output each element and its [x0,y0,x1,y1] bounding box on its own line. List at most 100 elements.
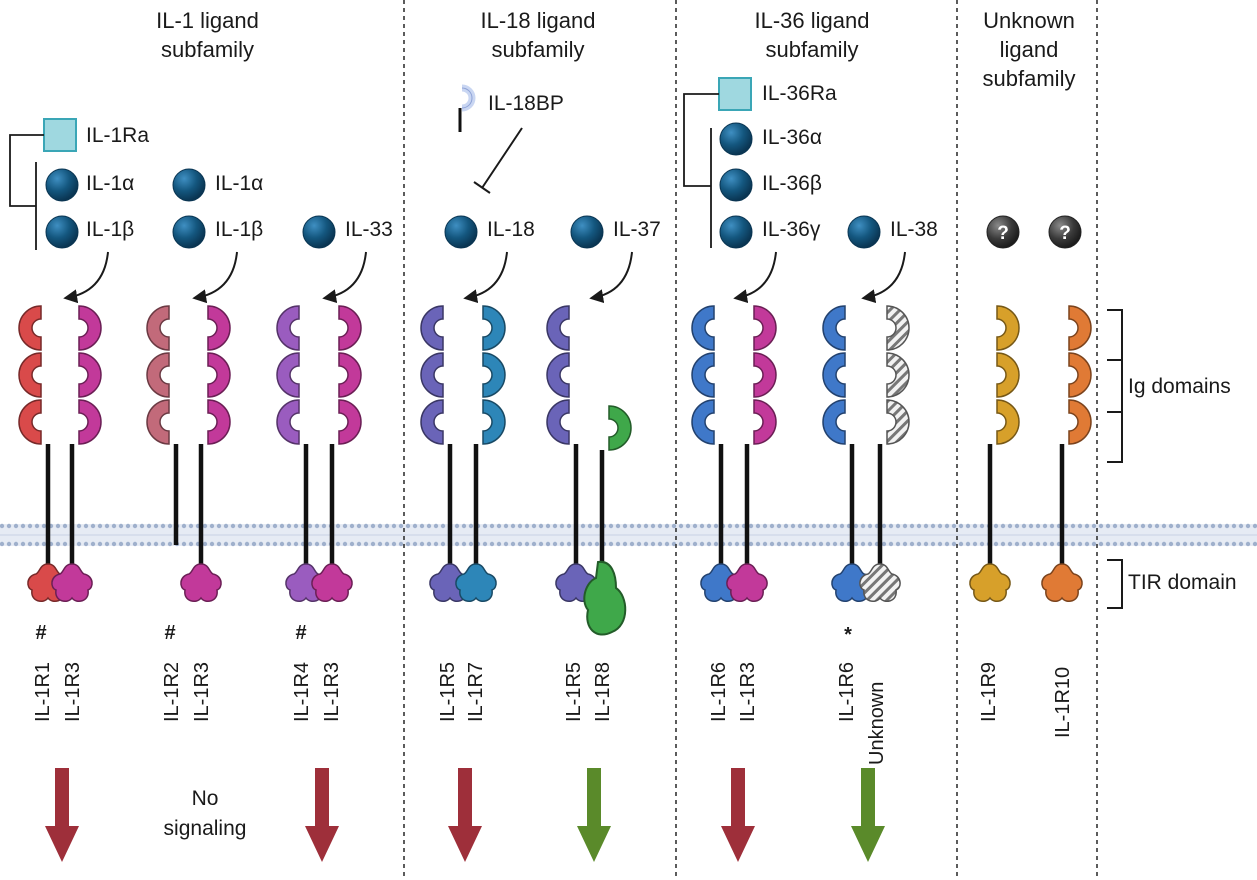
lipid-head [1084,523,1090,529]
lipid-head [76,523,82,529]
lipid-head [433,541,439,547]
star-mark: * [844,624,852,646]
receptor-il1r7 [455,305,506,603]
header-il1-line2: subfamily [161,37,254,62]
lipid-head [734,523,740,529]
lipid-head [608,541,614,547]
ig-domain [78,305,102,351]
ligand-ball [719,215,753,249]
lipid-head [97,541,103,547]
lipid-head [55,541,61,547]
lipid-head [202,541,208,547]
lipid-head [1021,541,1027,547]
tir-domain [311,563,353,603]
lipid-head [461,541,467,547]
lipid-head [797,541,803,547]
lipid-head [622,541,628,547]
lipid-head [944,541,950,547]
hash-mark: # [295,622,307,644]
il18bp-shape [461,84,476,112]
lipid-head [1147,541,1153,547]
lipid-head [482,523,488,529]
lipid-head [321,523,327,529]
lipid-head [888,541,894,547]
hash-mark: # [164,622,176,644]
lipid-head [342,541,348,547]
lipid-head [1224,541,1230,547]
tir-domain [180,563,222,603]
lipid-head [1105,541,1111,547]
ig-domains-bracket [1107,309,1123,463]
lipid-head [1203,523,1209,529]
lipid-head [440,523,446,529]
lipid-head [426,541,432,547]
lipid-head [482,541,488,547]
lipid-head [1070,541,1076,547]
receptor-il1r9 [969,305,1020,603]
lipid-head [881,541,887,547]
lipid-head [538,541,544,547]
lipid-head [1168,541,1174,547]
lipid-head [804,523,810,529]
hash-mark: # [35,622,47,644]
lipid-head [524,523,530,529]
header-il1-line1: IL-1 ligand [156,8,259,33]
ig-domain [276,399,300,445]
binding-arrow [192,251,238,304]
lipid-head [818,541,824,547]
lipid-head [1175,523,1181,529]
lipid-head [790,523,796,529]
lipid-head [363,523,369,529]
ligand-ball [172,215,206,249]
ig-domain [482,352,506,398]
lipid-head [1154,523,1160,529]
ig-domain [482,399,506,445]
header-il1: IL-1 ligand subfamily [120,6,295,64]
cell-membrane [0,523,1257,547]
lipid-head [993,541,999,547]
lipid-head [1196,541,1202,547]
ig-domain [146,352,170,398]
lipid-head [1161,541,1167,547]
ig-domain [691,352,715,398]
ig-domain [753,399,777,445]
lipid-head [713,523,719,529]
lipid-head [370,523,376,529]
ig-domain [146,305,170,351]
ligand-label-il36b: IL-36β [762,172,822,195]
lipid-head [566,523,572,529]
ligand-label-il1b: IL-1β [215,218,264,241]
lipid-head [265,541,271,547]
lipid-head [692,523,698,529]
lipid-head [1231,523,1237,529]
ligand-label-il37: IL-37 [613,218,661,241]
tir-domain [831,563,873,603]
lipid-head [1014,523,1020,529]
lipid-head [377,523,383,529]
ligand-label-il1a: IL-1α [215,172,264,195]
lipid-head [1035,541,1041,547]
lipid-head [1049,523,1055,529]
lipid-head [783,523,789,529]
lipid-head [811,541,817,547]
lipid-head [832,541,838,547]
lipid-head [1098,523,1104,529]
lipid-head [1091,523,1097,529]
lipid-head [979,523,985,529]
lipid-head [699,523,705,529]
ig-domain [822,352,846,398]
ig-domain [420,352,444,398]
signaling-arrow-red [305,768,339,862]
lipid-head [517,523,523,529]
inhibition-bar [473,181,491,194]
no-signaling-label: No signaling [145,784,265,844]
lipid-head [104,541,110,547]
lipid-head [356,541,362,547]
ig-domain [1068,399,1092,445]
lipid-head [454,523,460,529]
ig-domain [886,399,910,445]
binding-arrow [463,251,508,304]
lipid-head [713,541,719,547]
lipid-head [1014,541,1020,547]
lipid-head [349,523,355,529]
